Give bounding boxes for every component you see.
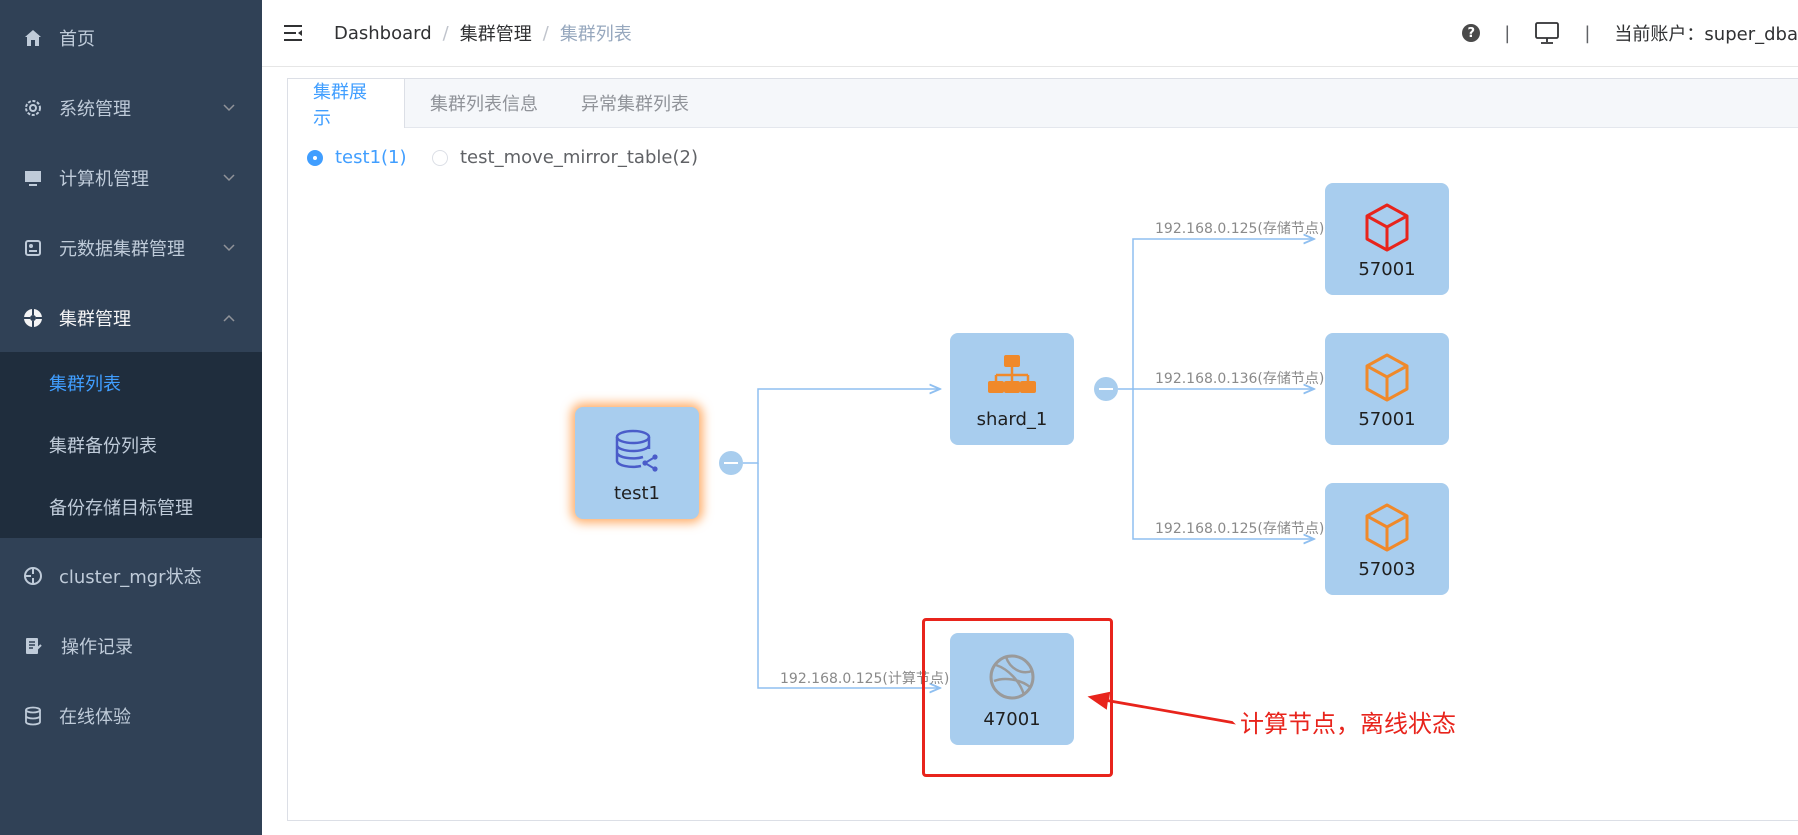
monitor-icon xyxy=(22,167,44,189)
sidebar-item-home[interactable]: 首页 xyxy=(0,3,262,73)
breadcrumb-separator: / xyxy=(442,22,449,44)
radio-label: test_move_mirror_table(2) xyxy=(460,147,698,168)
sidebar-item-label: 集群备份列表 xyxy=(49,436,157,457)
cluster-radio-test1[interactable]: test1(1) xyxy=(307,147,407,168)
sidebar-item-computer[interactable]: 计算机管理 xyxy=(0,143,262,213)
sidebar-item-system[interactable]: 系统管理 xyxy=(0,73,262,143)
sidebar-item-cluster-mgr[interactable]: cluster_mgr状态 xyxy=(0,541,262,611)
node-label: test1 xyxy=(613,483,661,504)
cluster-icon xyxy=(22,307,44,329)
tab-abnormal-cluster-list[interactable]: 异常集群列表 xyxy=(581,94,689,115)
radio-dot[interactable] xyxy=(307,149,323,166)
chevron-down-icon xyxy=(222,101,236,115)
database-icon xyxy=(22,705,44,727)
breadcrumb-dashboard[interactable]: Dashboard xyxy=(334,22,432,44)
node-root-test1[interactable]: test1 xyxy=(575,407,699,519)
hamburger-icon[interactable] xyxy=(282,22,304,44)
tab-bar: 集群展示 集群列表信息 异常集群列表 xyxy=(288,79,1798,129)
node-compute[interactable]: 47001 xyxy=(950,633,1074,745)
node-label: 57001 xyxy=(1358,259,1416,280)
sidebar-item-label: 在线体验 xyxy=(59,707,131,728)
sidebar-item-online-trial[interactable]: 在线体验 xyxy=(0,681,262,751)
sidebar-item-backup-storage[interactable]: 备份存储目标管理 xyxy=(0,476,262,538)
node-label: 47001 xyxy=(983,709,1041,730)
sidebar-item-label: 集群列表 xyxy=(49,374,121,395)
sidebar-item-label: 系统管理 xyxy=(59,99,131,120)
chevron-down-icon xyxy=(222,171,236,185)
database-share-icon xyxy=(611,425,663,477)
chevron-up-icon xyxy=(222,311,236,325)
screen-icon[interactable] xyxy=(1534,20,1560,46)
sidebar-item-cluster-backup[interactable]: 集群备份列表 xyxy=(0,414,262,476)
radio-dot[interactable] xyxy=(432,149,448,166)
tab-cluster-list-info[interactable]: 集群列表信息 xyxy=(430,94,538,115)
breadcrumb: Dashboard / 集群管理 / 集群列表 xyxy=(334,20,632,46)
crosshair-icon xyxy=(22,565,44,587)
sidebar-item-metadata[interactable]: 元数据集群管理 xyxy=(0,213,262,283)
node-storage-3[interactable]: 57003 xyxy=(1325,483,1449,595)
cube-icon xyxy=(1361,501,1413,553)
sidebar: 首页 系统管理 计算机管理 元数据集群管理 集群管理 集群列表 集群备份列表 备… xyxy=(0,0,262,835)
breadcrumb-separator: / xyxy=(542,22,549,44)
radio-label: test1(1) xyxy=(335,147,407,168)
help-icon[interactable]: ? xyxy=(1462,24,1481,42)
cube-icon xyxy=(1361,201,1413,253)
chevron-down-icon xyxy=(222,241,236,255)
node-label: 57001 xyxy=(1358,409,1416,430)
node-storage-1[interactable]: 57001 xyxy=(1325,183,1449,295)
globe-icon xyxy=(986,651,1038,703)
sitemap-icon xyxy=(986,351,1038,403)
sidebar-item-cluster-list[interactable]: 集群列表 xyxy=(0,352,262,414)
tab-cluster-display[interactable]: 集群展示 xyxy=(288,79,405,129)
cube-icon xyxy=(1361,351,1413,403)
sidebar-item-label: 备份存储目标管理 xyxy=(49,498,193,519)
metadata-icon xyxy=(22,237,44,259)
log-icon xyxy=(22,635,44,657)
cluster-card: 集群展示 集群列表信息 异常集群列表 test1(1) test_move_mi… xyxy=(287,78,1798,821)
header-divider: | xyxy=(1504,22,1511,44)
cluster-submenu: 集群列表 集群备份列表 备份存储目标管理 xyxy=(0,352,262,538)
sidebar-item-label: 计算机管理 xyxy=(59,169,149,190)
header-divider: | xyxy=(1584,22,1591,44)
breadcrumb-cluster-management[interactable]: 集群管理 xyxy=(459,24,532,45)
collapse-shard-button[interactable] xyxy=(1094,377,1118,401)
node-shard[interactable]: shard_1 xyxy=(950,333,1074,445)
node-label: 57003 xyxy=(1358,559,1416,580)
gear-icon xyxy=(22,97,44,119)
header-right: ? | | 当前账户：super_dba xyxy=(1462,20,1798,46)
breadcrumb-cluster-list: 集群列表 xyxy=(559,24,632,45)
sidebar-item-label: 操作记录 xyxy=(61,637,133,658)
node-label: shard_1 xyxy=(976,409,1048,430)
sidebar-item-label: 集群管理 xyxy=(59,309,131,330)
top-header: Dashboard / 集群管理 / 集群列表 ? | | 当前账户：super… xyxy=(262,0,1798,67)
sidebar-item-label: 元数据集群管理 xyxy=(59,239,185,260)
sidebar-item-label: cluster_mgr状态 xyxy=(59,567,202,588)
collapse-root-button[interactable] xyxy=(719,451,743,475)
sidebar-item-label: 首页 xyxy=(59,29,95,50)
sidebar-item-cluster[interactable]: 集群管理 xyxy=(0,283,262,353)
sidebar-item-operation-log[interactable]: 操作记录 xyxy=(0,611,262,681)
home-icon xyxy=(22,27,44,49)
cluster-radio-test-move-mirror-table[interactable]: test_move_mirror_table(2) xyxy=(432,147,698,168)
node-storage-2[interactable]: 57001 xyxy=(1325,333,1449,445)
account-label[interactable]: 当前账户：super_dba xyxy=(1614,24,1798,45)
